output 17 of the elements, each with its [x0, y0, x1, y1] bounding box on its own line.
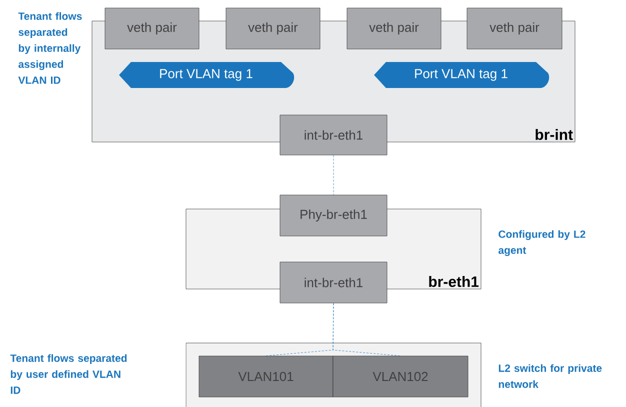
vlan-tag: Port VLAN tag 1: [119, 62, 294, 88]
port-box: veth pair: [226, 8, 320, 50]
port-box: veth pair: [346, 8, 442, 50]
connector-line: [333, 155, 334, 195]
note-text: Tenant flows separated by internally assigned VLAN ID: [18, 12, 82, 84]
port-box: veth pair: [104, 8, 200, 50]
note-text: Tenant flows separated by user defined VLAN ID: [10, 354, 127, 394]
vlan-box: VLAN101: [198, 356, 334, 398]
port-box: veth pair: [466, 8, 562, 50]
port-box: Phy-br-eth1: [280, 194, 388, 236]
note-text: Configured by L2 agent: [498, 230, 586, 256]
vlan-tag: Port VLAN tag 1: [374, 62, 550, 88]
port-box: int-br-eth1: [280, 114, 388, 156]
connector-line: [332, 303, 401, 356]
port-box: int-br-eth1: [280, 262, 388, 304]
vlan-box: VLAN102: [332, 356, 468, 398]
note-text: L2 switch for private network: [498, 364, 602, 388]
